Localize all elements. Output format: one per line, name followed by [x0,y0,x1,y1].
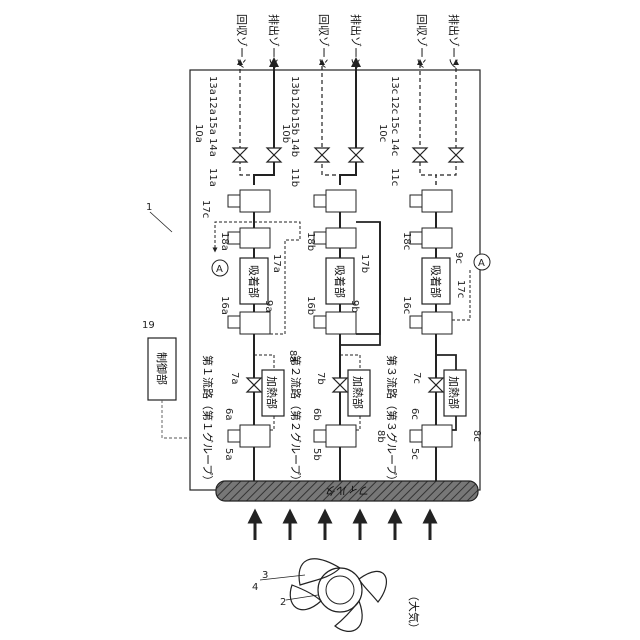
output-recovery-2: 回収ゾーン [317,14,330,68]
sensor-a: A [216,264,223,275]
ref-7a: 7a [229,372,240,385]
control-ref: 19 [142,320,155,331]
fan-ref-2: 2 [280,597,286,608]
sensor-c: A [478,258,485,269]
output-discharge-3: 排出ゾーン [447,14,461,68]
adsorber-a-label: 吸着部 [247,265,261,298]
ref-5b: 5b [311,448,322,461]
flow-path-c: 吸着部 加熱部 A [410,62,490,481]
system-ref: 1 [146,202,152,213]
ref-18a: 18a [219,232,230,251]
ref-17c-top: 17c [200,200,211,218]
ref-6b: 6b [311,408,322,421]
control-label: 制御部 [155,352,169,385]
ref-5a: 5a [223,448,234,461]
ref-6c: 6c [409,408,420,420]
heater-a-label: 加熱部 [265,376,279,409]
ref-9b: 9b [349,300,360,313]
filter-label: フィルタ [325,484,369,497]
intake-arrows [255,516,430,540]
ref-8c: 8c [471,430,482,442]
ref-18c: 18c [401,232,412,250]
output-discharge-2: 排出ゾーン [349,14,363,68]
ref-16a: 16a [219,296,230,315]
output-labels: 回収ゾーン 排出ゾーン 回収ゾーン 排出ゾーン 回収ゾーン 排出ゾーン [235,14,461,68]
fan-ref-4: 4 [252,582,258,593]
ref-9c: 9c [453,252,464,264]
output-recovery-1: 回収ゾーン [235,14,248,68]
ref-6a: 6a [223,408,234,421]
path-b-label: 第２流路（第２グループ） [289,355,303,486]
ref-7c: 7c [411,372,422,384]
atmosphere-label: （大気） [407,590,421,634]
output-discharge-1: 排出ゾーン [267,14,281,68]
path-a-label: 第１流路（第１グループ） [201,355,215,486]
ref-15c: 15c [389,116,400,134]
ref-11c: 11c [389,168,400,186]
fan-icon [290,559,386,632]
ref-7b: 7b [315,372,326,385]
ref-16b: 16b [305,296,316,315]
ref-13b: 13b [289,76,300,95]
adsorber-b-label: 吸着部 [333,265,347,298]
ref-14c: 14c [389,138,400,156]
control-signal-line [162,400,190,438]
ref-8b: 8b [375,430,386,443]
ref-17c: 17c [455,280,466,298]
ref-12b: 12b [289,96,300,115]
path-c-label: 第３流路（第３グループ） [385,355,399,486]
ref-17a: 17a [271,254,282,273]
ref-12a: 12a [207,96,218,115]
heater-c-label: 加熱部 [447,376,461,409]
ref-16c: 16c [401,296,412,314]
ref-15a: 15a [207,116,218,135]
ref-11b: 11b [289,168,300,187]
output-recovery-3: 回収ゾーン [415,14,428,68]
heater-b-label: 加熱部 [351,376,365,409]
ref-18b: 18b [305,232,316,251]
ref-9a: 9a [263,300,274,313]
ref-10c: 10c [377,124,388,142]
ref-14a: 14a [207,138,218,157]
ref-13a: 13a [207,76,218,95]
ref-17b: 17b [359,254,370,273]
ref-5c: 5c [409,448,420,460]
ref-11a: 11a [207,168,218,187]
ref-12c: 12c [389,96,400,114]
ref-10a: 10a [193,124,204,143]
ref-10b: 10b [280,124,291,143]
ref-13c: 13c [389,76,400,94]
adsorber-c-label: 吸着部 [429,265,443,298]
